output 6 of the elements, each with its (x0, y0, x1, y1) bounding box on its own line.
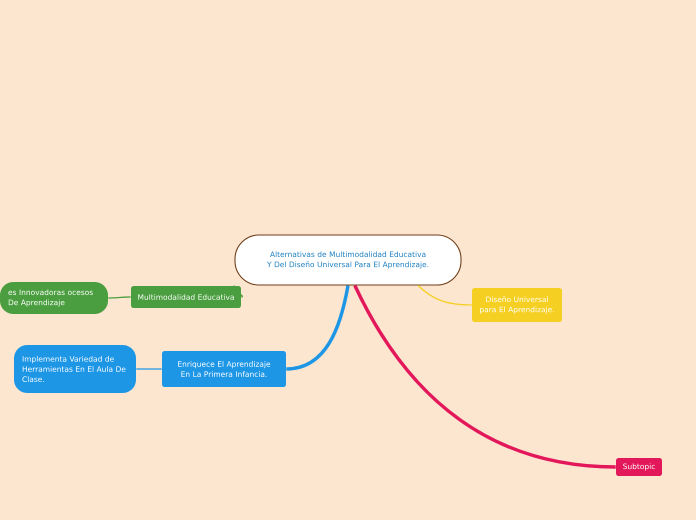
connector (353, 284, 616, 469)
connector (418, 285, 472, 306)
connector (286, 285, 350, 371)
connector (234, 285, 243, 298)
connector (108, 296, 131, 299)
connector (136, 368, 162, 370)
